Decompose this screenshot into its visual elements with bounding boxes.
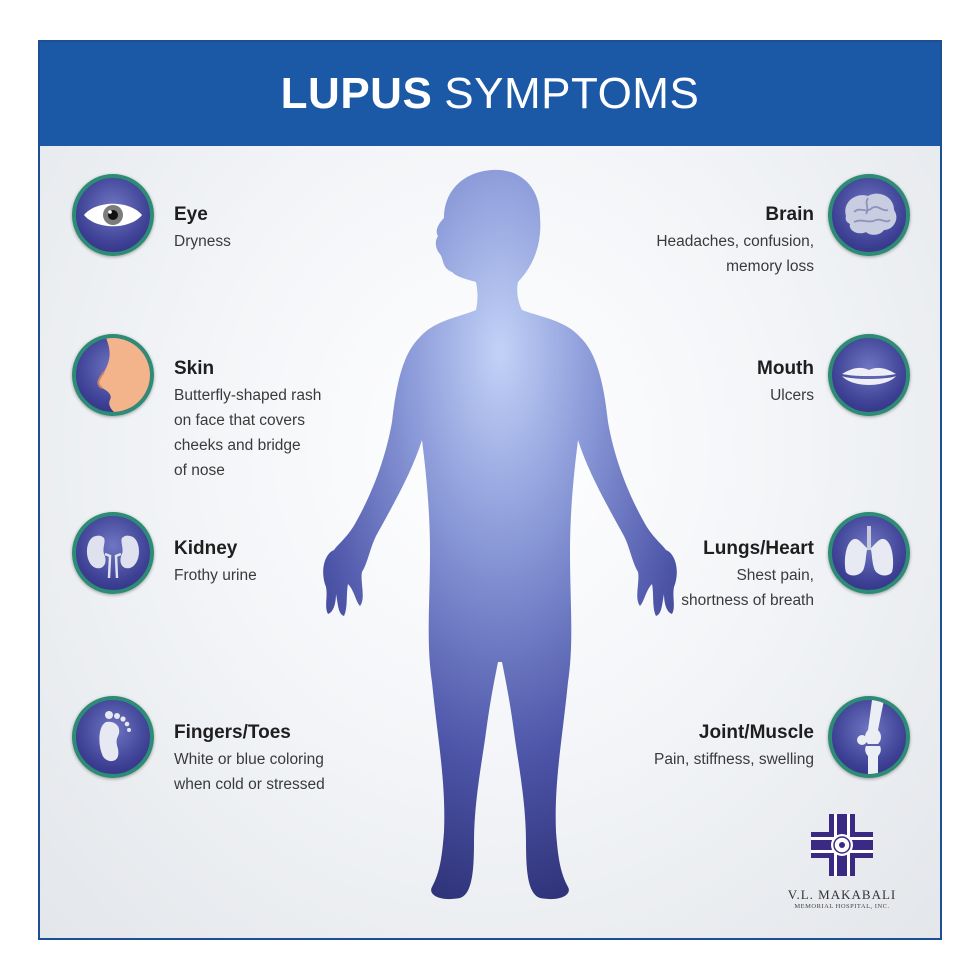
- symptom-fingers-title: Fingers/Toes: [174, 722, 291, 743]
- hospital-cross-emblem: [811, 814, 873, 876]
- foot-icon: [72, 696, 154, 778]
- kidney-icon: [72, 512, 154, 594]
- symptom-brain-desc: Headaches, confusion, memory loss: [656, 233, 814, 275]
- symptom-skin-title: Skin: [174, 358, 215, 379]
- symptom-joint-desc: Pain, stiffness, swelling: [654, 751, 814, 768]
- symptom-lungs: Lungs/Heart Shest pain, shortness of bre…: [681, 538, 814, 613]
- symptom-fingers: Fingers/Toes White or blue coloring when…: [174, 722, 325, 797]
- symptom-kidney: Kidney Frothy urine: [174, 538, 257, 588]
- title-light: SYMPTOMS: [444, 69, 700, 118]
- eye-icon: [72, 174, 154, 256]
- symptom-joint-title: Joint/Muscle: [698, 722, 814, 743]
- symptom-mouth-desc: Ulcers: [770, 387, 814, 404]
- symptom-eye: Eye Dryness: [174, 204, 231, 254]
- symptom-kidney-desc: Frothy urine: [174, 567, 257, 584]
- title-banner: LUPUS SYMPTOMS: [40, 42, 940, 146]
- brain-icon: [828, 174, 910, 256]
- symptom-mouth-title: Mouth: [757, 358, 814, 379]
- symptom-kidney-title: Kidney: [174, 538, 238, 559]
- symptom-fingers-desc: White or blue coloring when cold or stre…: [174, 751, 325, 793]
- lungs-icon: [828, 512, 910, 594]
- infographic-frame: LUPUS SYMPTOMS: [38, 40, 942, 940]
- symptom-eye-desc: Dryness: [174, 233, 231, 250]
- symptom-joint: Joint/Muscle Pain, stiffness, swelling: [654, 722, 814, 772]
- symptom-skin: Skin Butterfly-shaped rash on face that …: [174, 358, 321, 483]
- symptom-skin-desc: Butterfly-shaped rash on face that cover…: [174, 387, 322, 479]
- symptom-lungs-desc: Shest pain, shortness of breath: [681, 567, 814, 609]
- symptom-mouth: Mouth Ulcers: [757, 358, 814, 408]
- figure-silhouette: [323, 169, 677, 900]
- nose-icon: [72, 334, 154, 416]
- symptom-eye-title: Eye: [174, 204, 208, 225]
- hospital-logo: V.L. MAKABALI MEMORIAL HOSPITAL, INC.: [782, 812, 902, 910]
- symptom-brain: Brain Headaches, confusion, memory loss: [656, 204, 814, 279]
- title-bold: LUPUS: [280, 69, 433, 118]
- knee-icon: [828, 696, 910, 778]
- symptom-lungs-title: Lungs/Heart: [703, 538, 814, 559]
- hospital-name: V.L. MAKABALI: [787, 887, 897, 902]
- hospital-subname: MEMORIAL HOSPITAL, INC.: [794, 903, 890, 910]
- symptom-brain-title: Brain: [765, 204, 814, 225]
- lips-icon: [828, 334, 910, 416]
- human-figure: [323, 169, 677, 900]
